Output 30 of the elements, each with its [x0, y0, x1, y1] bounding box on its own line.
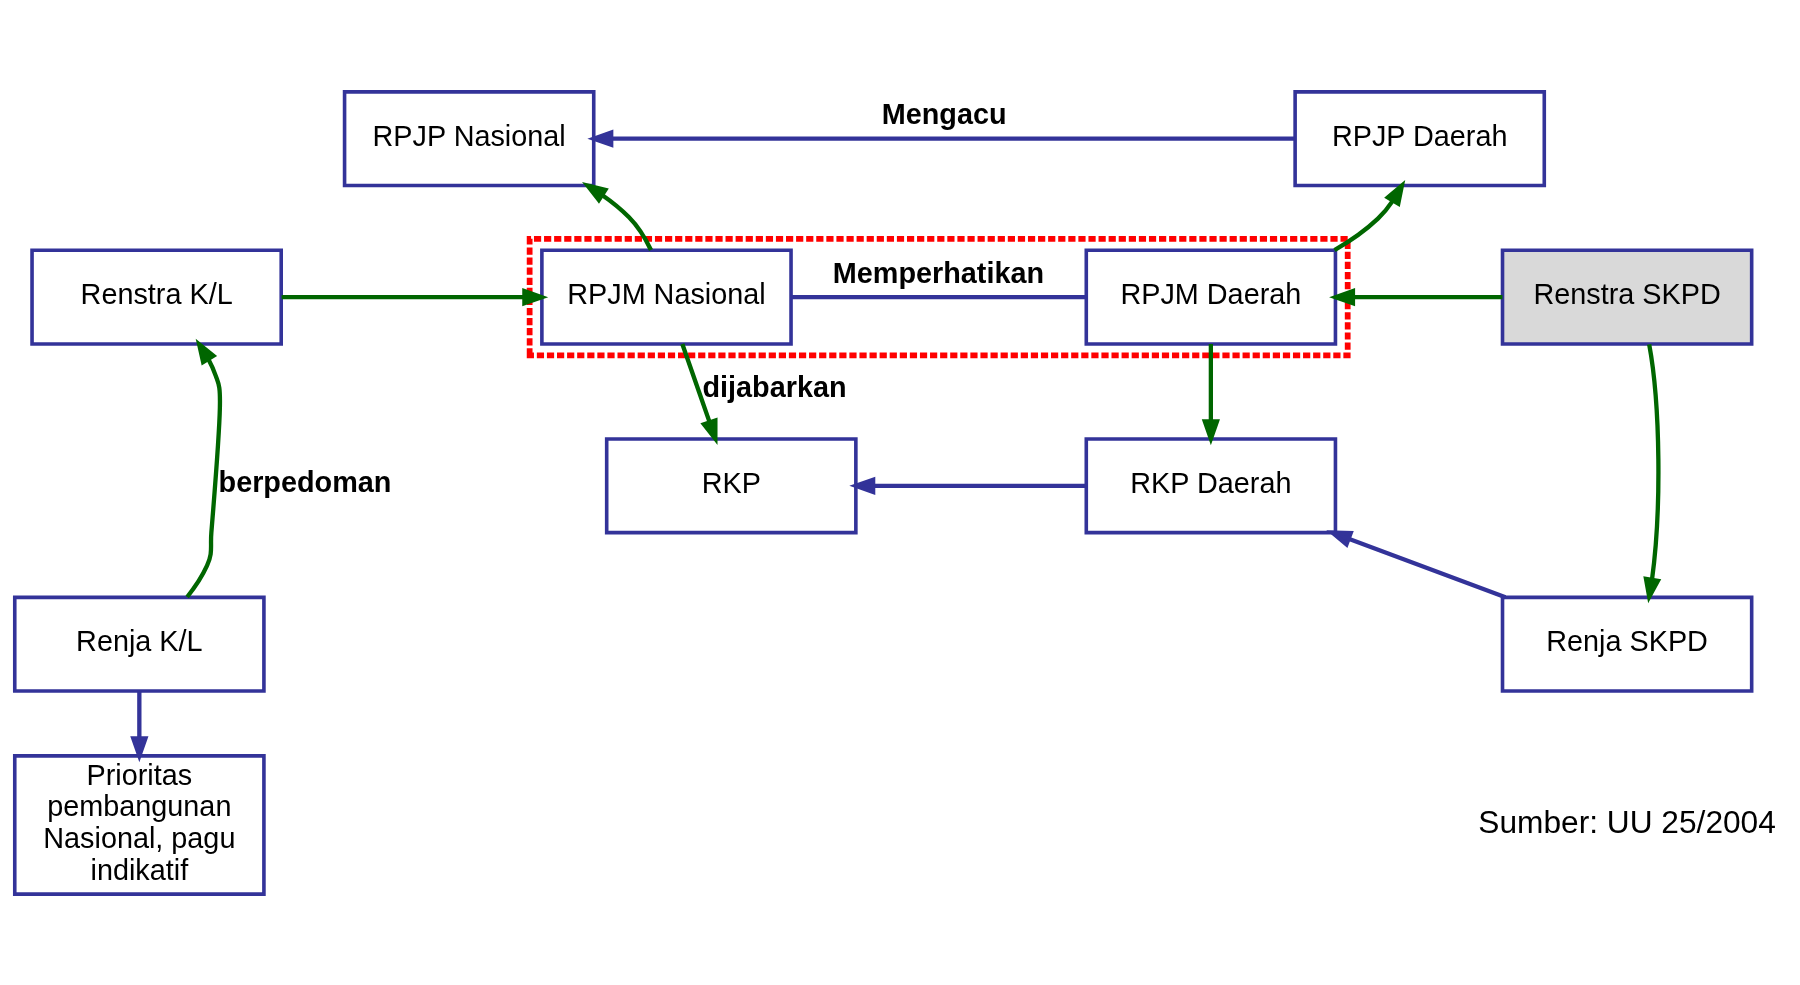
node-box: RPJM Nasional: [539, 248, 793, 346]
arrow: [581, 181, 653, 251]
cluster: [526, 235, 1351, 358]
arrow: [1328, 287, 1502, 306]
arrow: [129, 690, 148, 762]
arrow: [679, 342, 718, 445]
node-box: Renja K/L: [12, 595, 266, 693]
connector: [790, 294, 1086, 299]
edge-label: Memperhatikan: [832, 256, 1044, 289]
node-box: RKP: [604, 436, 858, 534]
label: Sumber: UU 25/2004: [1477, 803, 1776, 840]
edge-label: Mengacu: [881, 97, 1007, 130]
node-box: Renstra K/L: [29, 248, 283, 346]
node-box: RPJP Nasional: [342, 89, 596, 187]
node-box: RKP Daerah: [1084, 436, 1337, 534]
node-box: Renja SKPD: [1500, 595, 1753, 693]
arrow: [281, 287, 548, 306]
arrow: [848, 476, 1086, 495]
node-box: RPJM Daerah: [1084, 248, 1337, 346]
arrow: [1325, 529, 1506, 599]
edge-label: berpedoman: [218, 465, 391, 498]
node-box: RPJP Daerah: [1292, 89, 1546, 187]
arrow: [1332, 179, 1405, 252]
arrow: [184, 338, 222, 598]
arrow: [1642, 343, 1661, 603]
arrow: [586, 129, 1295, 148]
node-box: Prioritas pembangunan Nasional, pagu indikatif: [12, 753, 266, 896]
edge-label: dijabarkan: [701, 370, 847, 403]
node-box: Renstra SKPD: [1500, 248, 1753, 346]
arrow: [1201, 343, 1220, 445]
